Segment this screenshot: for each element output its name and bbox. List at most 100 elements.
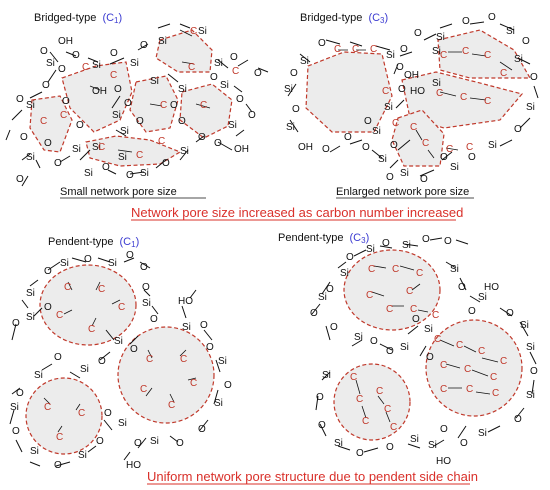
oxygen-atom: O [318,38,326,49]
carbon-atoms: C C C C C C C C C C C C [40,26,239,161]
silicon-atom: Si [118,152,127,163]
panel-title: Pendent-type (C3) [278,232,369,245]
oxygen-atom: O [44,302,52,313]
silicon-atom: Si [384,102,393,113]
silicon-atom: Si [506,26,515,37]
oxygen-atom: O [440,152,448,163]
silicon-atom: Si [400,168,409,179]
silicon-atom: Si [372,126,381,137]
oxygen-atom: O [290,68,298,79]
silicon-atom: Si [60,258,69,269]
oxygen-atom: O [62,96,70,107]
carbon-atom: C [464,364,471,375]
pore [391,109,445,167]
silicon-atom: Si [34,370,43,381]
carbon-atom: C [82,62,89,73]
carbon-atom: C [384,404,391,415]
oxygen-atom: O [468,306,476,317]
silicon-atom: Si [78,450,87,461]
carbon-atom: C [436,88,443,99]
silicon-atoms: Si Si Si Si Si Si Si Si Si Si Si Si Si S… [10,258,227,461]
carbon-bridges [338,49,513,159]
silicon-atom: Si [300,56,309,67]
silicon-atom: Si [26,100,35,111]
oxygen-atom: O [382,238,390,249]
carbon-atom: C [168,400,175,411]
silicon-atom: Si [520,320,529,331]
oxygen-atom: O [136,116,144,127]
silicon-atom: Si [26,288,35,299]
carbon-atom: C [98,142,105,153]
silicon-atom: Si [214,398,223,409]
carbon-atom: C [370,44,377,55]
silicon-atom: Si [182,322,191,333]
oxygen-atom: O [254,68,262,79]
silicon-atom: Si [478,428,487,439]
panel-bridged-c1: Bridged-type (C1) Si Si [5,12,269,199]
oxygen-atom: O [16,94,24,105]
oxygen-atom: O [44,266,52,277]
carbon-atom: C [410,304,417,315]
carbon-atom: C [432,310,439,321]
silicon-atom: Si [436,32,445,43]
silicon-atom: Si [140,168,149,179]
silicon-atom: Si [450,264,459,275]
hydroxyl-groups: HO HO [126,296,193,471]
oxygen-atom: O [422,234,430,245]
silicon-atom: Si [450,162,459,173]
silicon-atom: Si [514,54,523,65]
carbon-atom: C [386,304,393,315]
pore [305,51,393,133]
oxygen-atom: O [364,116,372,127]
oxygen-atom: O [126,250,134,261]
carbon-atom: C [406,286,413,297]
oxygen-atom: O [124,98,132,109]
banner-pore-size: Network pore size increased as carbon nu… [131,205,463,220]
carbon-atom: C [180,354,187,365]
silicon-atom: Si [178,84,187,95]
oxygen-atom: O [224,380,232,391]
pore [437,29,532,79]
silicon-atoms: Si Si Si Si Si Si Si Si Si Si Si Si Si S… [318,240,535,451]
carbon-atom: C [484,50,491,61]
silicon-atoms: Si Si Si Si Si Si Si Si Si Si Si Si Si S… [284,26,535,179]
carbon-atom: C [382,86,389,97]
oxygen-atom: O [468,152,476,163]
oxygen-atom: O [206,342,214,353]
oxygen-atom: O [130,344,138,355]
carbon-atom: C [350,372,357,383]
oxygen-atoms: O O O O O O O O O O O O O O O O O O O O … [12,250,232,471]
carbon-atom: C [60,110,67,121]
oxygen-atom: O [444,236,452,247]
silicon-atom: Si [366,244,375,255]
oxygen-atom: O [176,438,184,449]
oxygen-atom: O [506,308,514,319]
silicon-atom: Si [112,110,121,121]
hydroxyl-label: HO [436,456,451,467]
silicon-atom: Si [488,140,497,151]
carbon-atom: C [492,388,499,399]
carbon-atom: C [140,384,147,395]
carbon-atom: C [410,122,417,133]
oxygen-atom: O [110,48,118,59]
oxygen-atom: O [440,424,448,435]
silicon-atom: Si [158,36,167,47]
panel-title: Pendent-type (C1) [48,236,139,249]
silicon-atom: Si [84,168,93,179]
silicon-atom: Si [92,142,101,153]
oxygen-atom: O [114,84,122,95]
oxygen-atom: O [16,388,24,399]
oxygen-atom: O [386,172,394,183]
carbon-atom: C [78,408,85,419]
oxygen-atom: O [292,104,300,115]
panel-pendent-c3: Pendent-type (C3) Si Si Si Si Si Si Si S… [278,232,538,467]
oxygen-atom: O [214,138,222,149]
oxygen-atom: O [386,442,394,453]
oxygen-atom: O [398,84,406,95]
silicon-atom: Si [322,370,331,381]
silicon-atom: Si [114,336,123,347]
oxygen-atoms: O O O O O O O O O O O O O O O O O O O O … [290,12,538,185]
oxygen-atom: O [198,424,206,435]
carbon-atom: C [478,346,485,357]
silicon-atom: Si [220,80,229,91]
